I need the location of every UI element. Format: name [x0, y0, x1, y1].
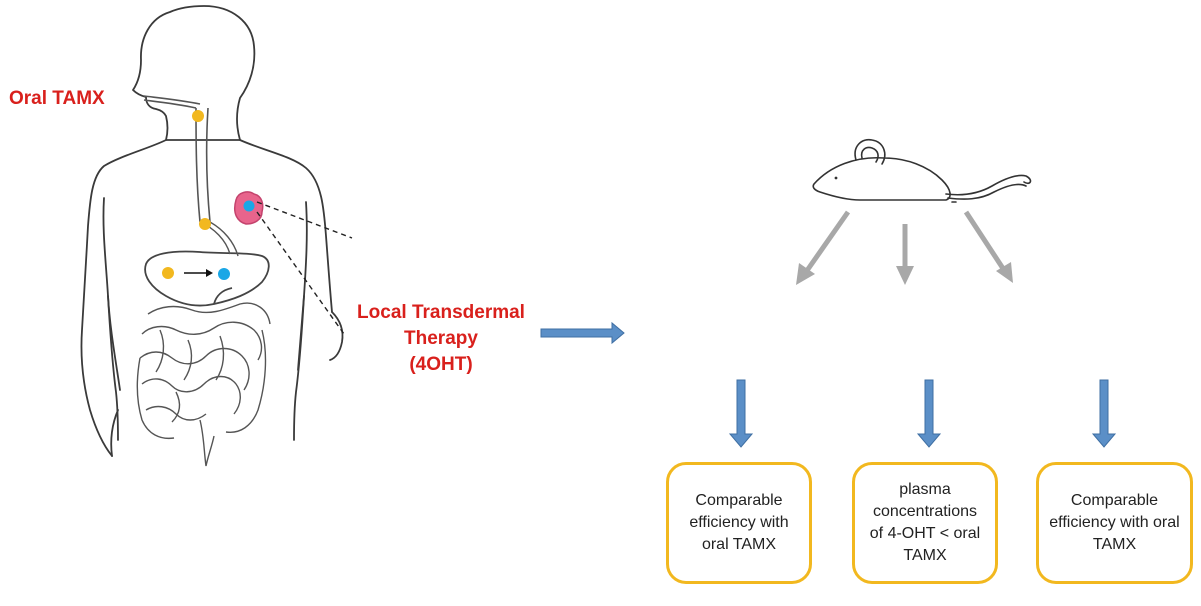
result-box-3: Comparable efficiency with oral TAMX [1036, 462, 1193, 584]
result-text-1: Comparable efficiency with oral TAMX [689, 492, 789, 553]
liver-icon [144, 250, 270, 307]
result-box-2: plasma concentrations of 4-OHT < oral TA… [852, 462, 998, 584]
mouse-icon [812, 138, 1032, 203]
intestines-icon [136, 221, 271, 467]
dashed-pointer-upper [256, 201, 353, 239]
grey-arrow-right-icon [963, 210, 1013, 283]
right-arrow-icon [540, 321, 625, 345]
local-label-line-3: (4OHT) [409, 354, 473, 375]
metabolism-arrow-icon [184, 269, 213, 277]
oral-drug-dot-esophagus [192, 110, 204, 122]
oral-drug-dot-stomach [199, 218, 211, 230]
tumor-icon [234, 191, 264, 225]
human-body-icon [80, 5, 344, 457]
oral-tamx-label: Oral TAMX [9, 88, 105, 109]
dashed-pointer-lower [256, 211, 345, 335]
blue-down-arrow-1-icon [728, 379, 754, 448]
oral-drug-dot-liver [162, 267, 174, 279]
grey-arrow-left-icon [796, 210, 851, 285]
local-label-line-2: Therapy [404, 328, 478, 349]
grey-arrow-middle-icon [896, 224, 914, 285]
blue-down-arrow-3-icon [1091, 379, 1117, 448]
local-label-line-1: Local Transdermal [357, 302, 525, 323]
blue-down-arrow-2-icon [916, 379, 942, 448]
result-text-3: Comparable efficiency with oral TAMX [1049, 492, 1180, 553]
result-text-2: plasma concentrations of 4-OHT < oral TA… [869, 481, 981, 564]
metabolite-dot-liver [218, 268, 230, 280]
result-box-1: Comparable efficiency with oral TAMX [666, 462, 812, 584]
local-transdermal-label: Local Transdermal Therapy (4OHT) [336, 300, 546, 378]
